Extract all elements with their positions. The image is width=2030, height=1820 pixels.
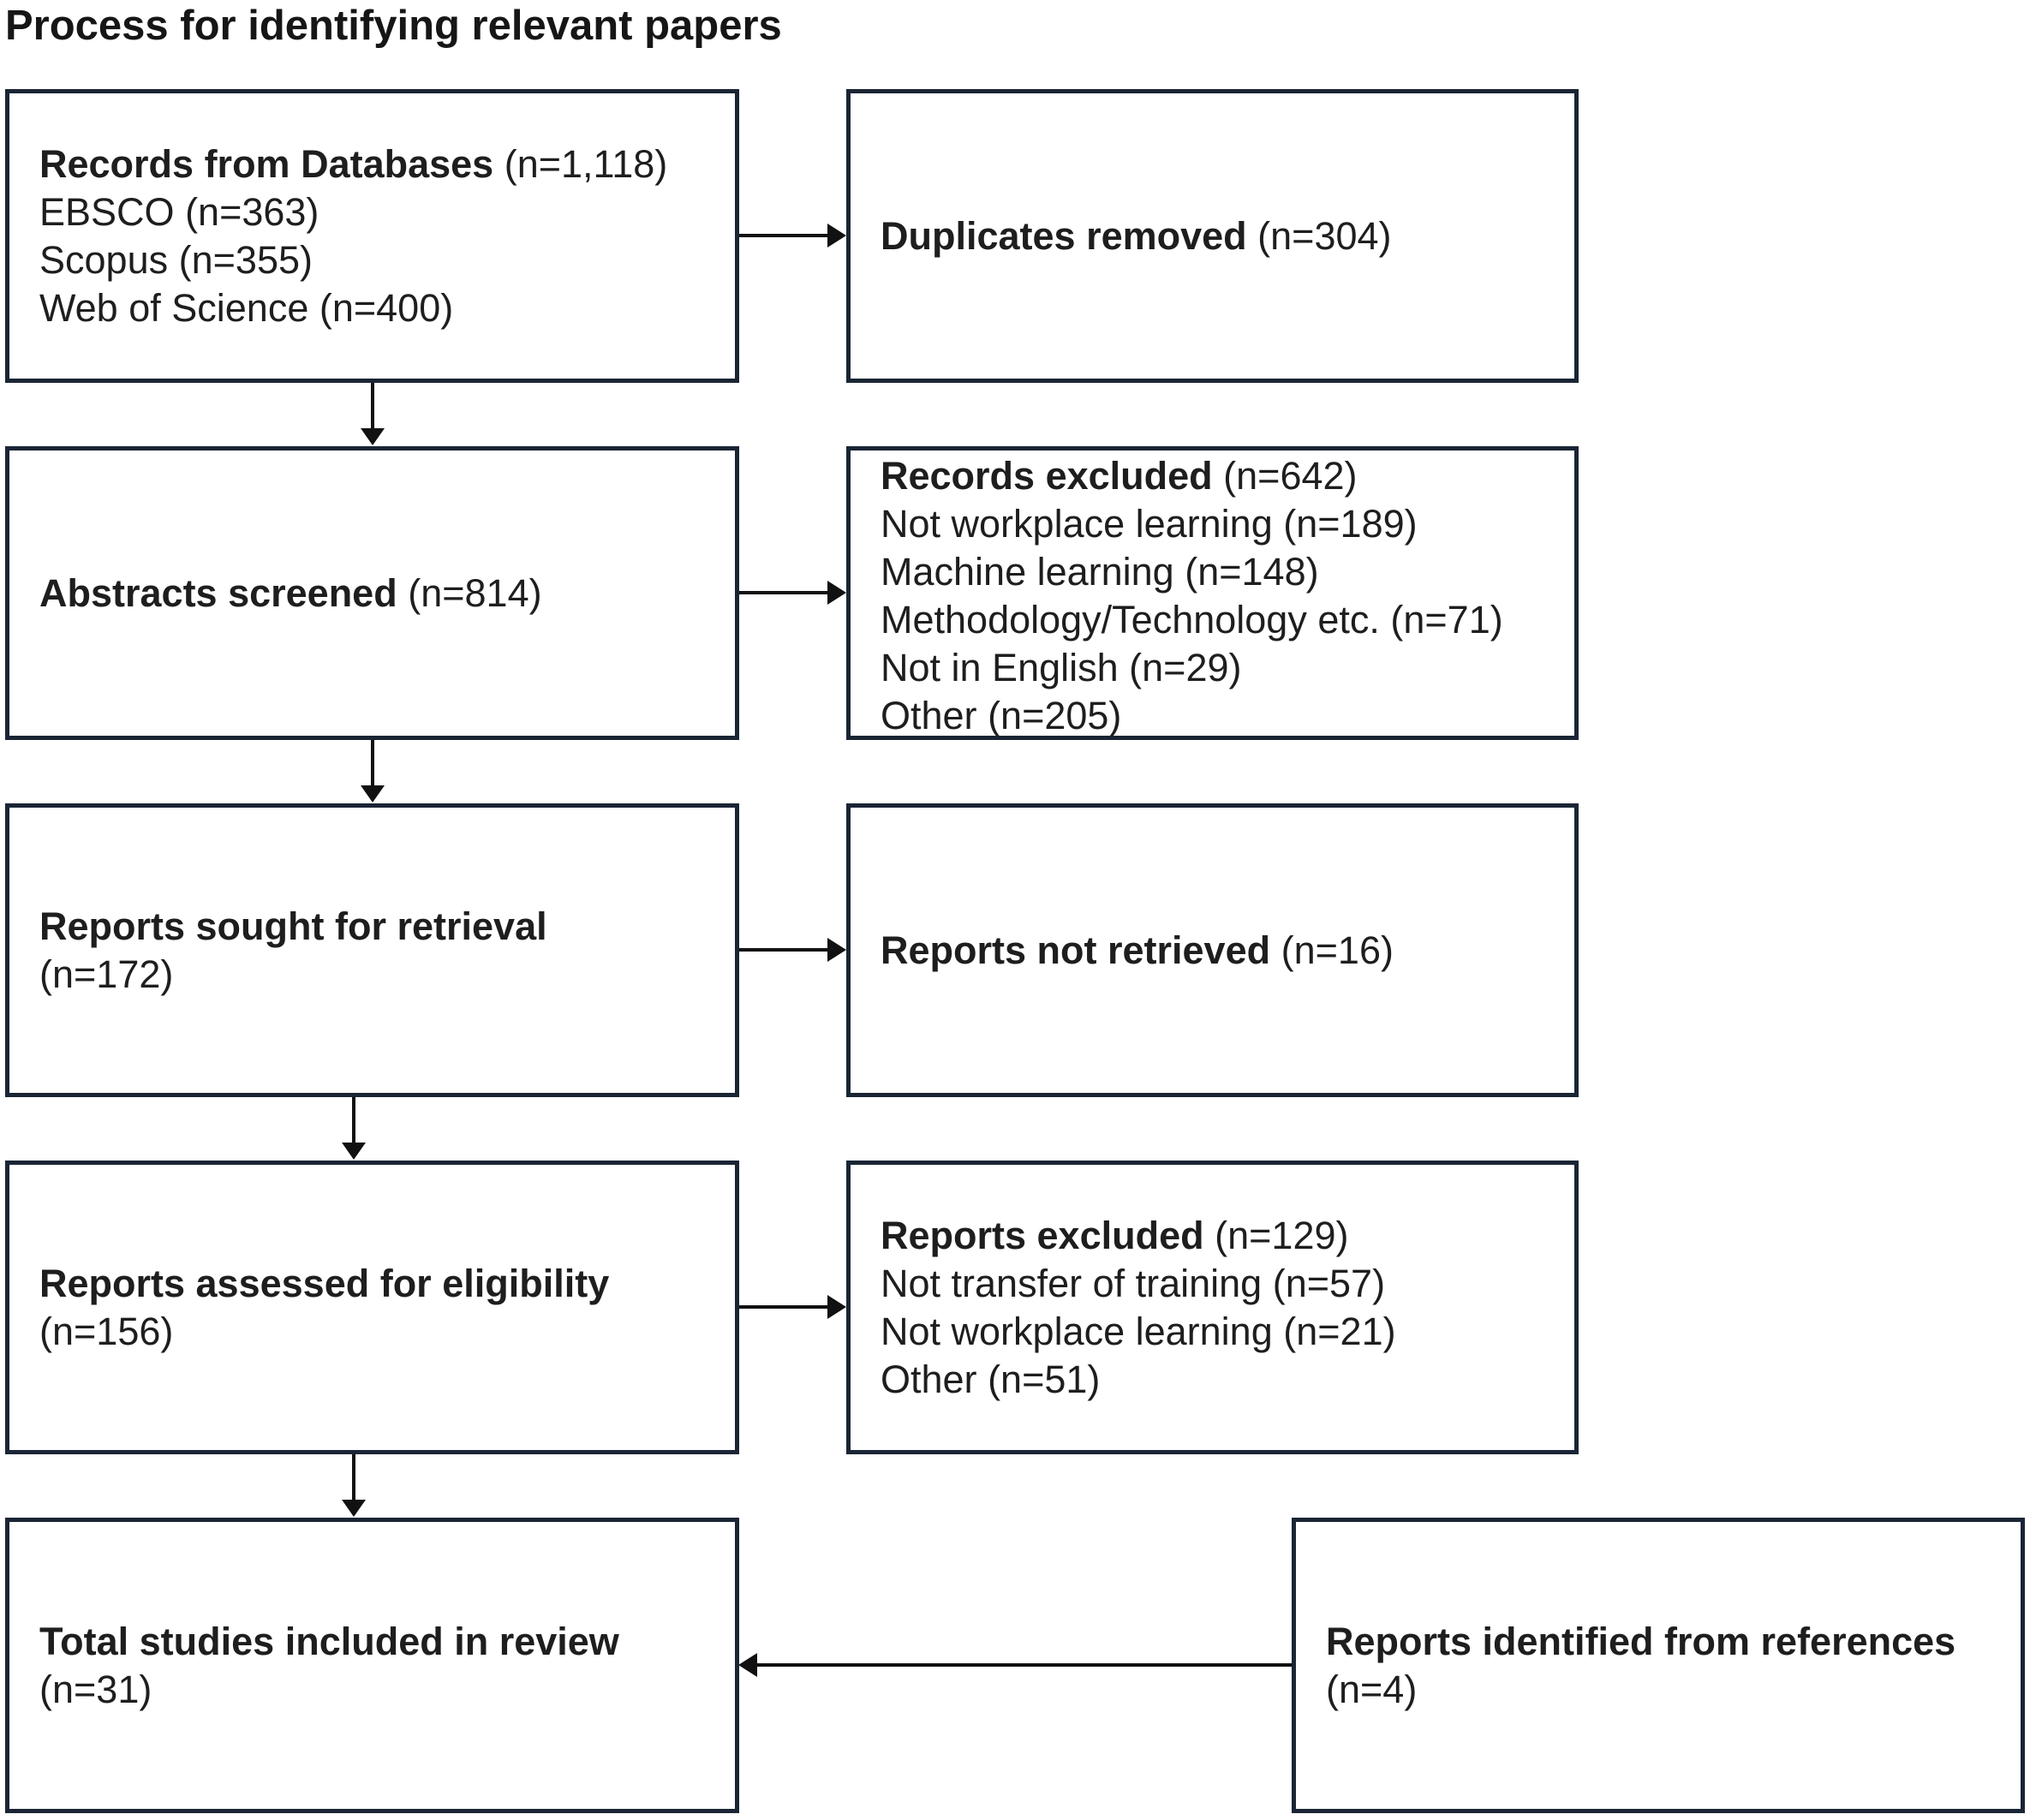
excl-machine-learning-count: (n=148): [1185, 550, 1319, 594]
excl-not-workplace-label: Not workplace learning: [881, 502, 1273, 546]
rep-excl-transfer-label: Not transfer of training: [881, 1261, 1263, 1305]
rep-excl-other-label: Other: [881, 1357, 977, 1401]
included-count: (n=31): [39, 1667, 152, 1711]
excl-methodology-count: (n=71): [1390, 598, 1503, 641]
databases-heading: Records from Databases: [39, 141, 494, 186]
not-retrieved-heading: Reports not retrieved: [881, 928, 1271, 972]
box-abstracts-screened: Abstracts screened (n=814): [5, 446, 739, 740]
box-reports-from-references: Reports identified from references (n=4): [1292, 1518, 2025, 1813]
ebsco-label: EBSCO: [39, 189, 175, 234]
excl-not-english-count: (n=29): [1129, 646, 1242, 689]
excl-not-workplace-count: (n=189): [1283, 502, 1418, 546]
duplicates-count: (n=304): [1257, 213, 1392, 258]
excl-not-english-label: Not in English: [881, 646, 1119, 689]
box-records-from-databases: Records from Databases (n=1,118) EBSCO (…: [5, 89, 739, 383]
rep-excl-workplace-count: (n=21): [1283, 1309, 1396, 1353]
box-records-excluded: Records excluded (n=642) Not workplace l…: [846, 446, 1579, 740]
rep-excl-workplace-label: Not workplace learning: [881, 1309, 1273, 1353]
assessed-heading: Reports assessed for eligibility: [39, 1261, 610, 1305]
box-reports-excluded: Reports excluded (n=129) Not transfer of…: [846, 1161, 1579, 1454]
excl-other-label: Other: [881, 694, 977, 737]
screened-count: (n=814): [408, 570, 542, 615]
excl-methodology-label: Methodology/Technology etc.: [881, 598, 1380, 641]
records-excluded-heading: Records excluded: [881, 454, 1213, 498]
sought-count: (n=172): [39, 952, 174, 996]
records-excluded-count: (n=642): [1223, 454, 1358, 498]
databases-count: (n=1,118): [504, 141, 668, 186]
scopus-label: Scopus: [39, 237, 169, 282]
rep-excl-other-count: (n=51): [988, 1357, 1101, 1401]
rep-excl-transfer-count: (n=57): [1272, 1261, 1386, 1305]
box-reports-not-retrieved: Reports not retrieved (n=16): [846, 803, 1579, 1097]
box-reports-sought: Reports sought for retrieval (n=172): [5, 803, 739, 1097]
excl-machine-learning-label: Machine learning: [881, 550, 1174, 594]
reports-excluded-heading: Reports excluded: [881, 1213, 1204, 1257]
not-retrieved-count: (n=16): [1281, 928, 1394, 972]
screened-heading: Abstracts screened: [39, 570, 397, 615]
web-of-science-label: Web of Science: [39, 285, 309, 330]
references-count: (n=4): [1326, 1667, 1418, 1711]
diagram-title: Process for identifying relevant papers: [5, 3, 782, 49]
sought-heading: Reports sought for retrieval: [39, 904, 547, 948]
box-total-included: Total studies included in review (n=31): [5, 1518, 739, 1813]
reports-excluded-count: (n=129): [1215, 1213, 1349, 1257]
ebsco-count: (n=363): [185, 189, 319, 234]
box-duplicates-removed: Duplicates removed (n=304): [846, 89, 1579, 383]
assessed-count: (n=156): [39, 1309, 174, 1353]
included-heading: Total studies included in review: [39, 1619, 619, 1663]
excl-other-count: (n=205): [988, 694, 1122, 737]
box-reports-assessed: Reports assessed for eligibility (n=156): [5, 1161, 739, 1454]
duplicates-heading: Duplicates removed: [881, 213, 1247, 258]
references-heading: Reports identified from references: [1326, 1619, 1956, 1663]
scopus-count: (n=355): [178, 237, 313, 282]
web-of-science-count: (n=400): [319, 285, 454, 330]
